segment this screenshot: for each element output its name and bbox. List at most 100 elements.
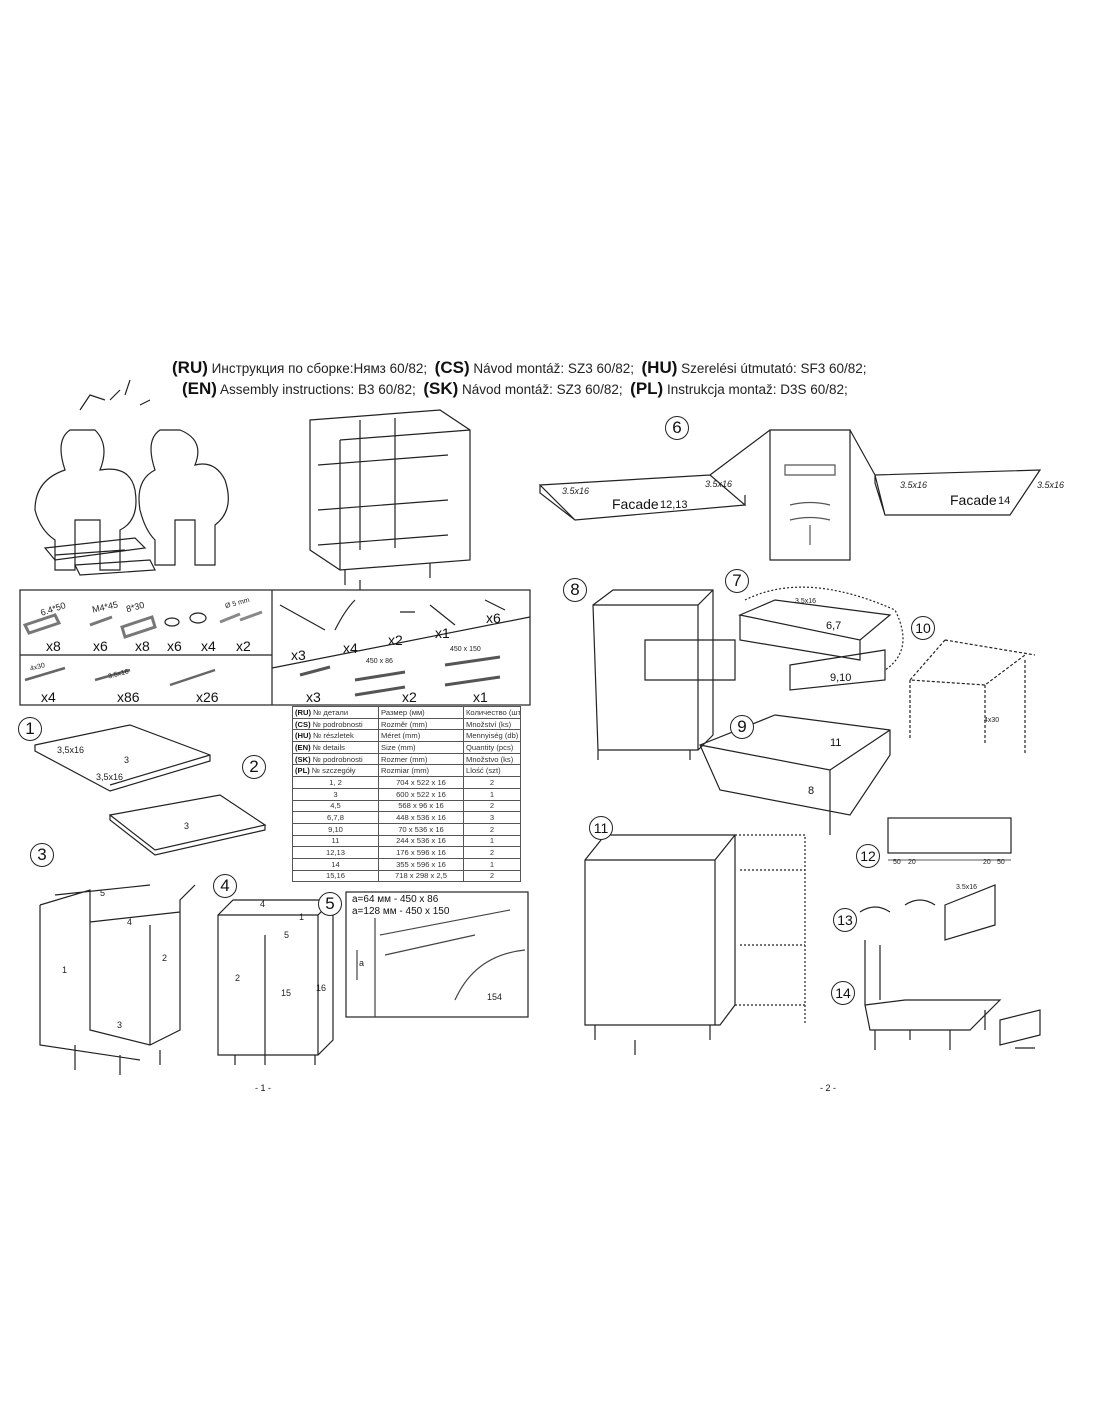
screw-label: 4x30	[984, 717, 1000, 724]
hardware-qty: x6	[486, 610, 501, 626]
screw-label: 3,5x16	[57, 745, 85, 755]
step5-box	[345, 891, 529, 1018]
hardware-spec: 450 x 150	[450, 646, 481, 653]
title-line-2: (EN) Assembly instructions: B3 60/82; (S…	[182, 379, 848, 399]
hardware-qty: x4	[201, 638, 216, 654]
runner-note: a=128 мм - 450 x 150	[352, 906, 450, 917]
step-number: 12	[856, 844, 880, 868]
header-cell: (EN) № details	[292, 741, 379, 754]
panel-label: 3	[184, 821, 190, 831]
screw-label: 3.5x16	[1037, 480, 1065, 490]
lang-code: (RU)	[295, 707, 312, 717]
step-number: 9	[730, 715, 754, 739]
table-cell: 2	[463, 799, 521, 813]
step13-hinges	[859, 884, 996, 941]
page-number-2: - 2 -	[820, 1083, 837, 1093]
step-number: 5	[318, 892, 342, 916]
step-number: 10	[911, 616, 935, 640]
hardware-qty: x26	[196, 689, 219, 705]
step6-boards	[538, 429, 1042, 561]
header-cell: (RU) № детали	[292, 706, 379, 719]
table-cell: 600 x 522 x 16	[378, 787, 464, 801]
step11-cabinet	[584, 834, 736, 1055]
page-number-1: - 1 -	[255, 1083, 272, 1093]
lang-code: (HU)	[295, 731, 312, 741]
table-cell: 3	[292, 787, 379, 801]
title-line-1: (RU) Инструкция по сборке:Нямз 60/82; (C…	[172, 358, 867, 378]
panel-label: 2	[162, 953, 168, 963]
header-cell: Mennyiség (db)	[463, 729, 521, 743]
lang-code: (PL)	[630, 379, 664, 398]
table-cell: 718 x 298 x 2,5	[378, 869, 464, 883]
step8-cabinet	[592, 589, 736, 760]
table-cell: 448 x 536 x 16	[378, 811, 464, 824]
facade-label: Facade	[612, 496, 659, 512]
header-text: № details	[312, 742, 345, 752]
table-cell: 2	[463, 846, 521, 859]
table-cell: 12,13	[292, 846, 379, 859]
step-number: 2	[242, 755, 266, 779]
hardware-qty: x8	[46, 638, 61, 654]
runner-note: a=64 мм - 450 x 86	[352, 894, 439, 905]
title-text: Návod montáž: SZ3 60/82;	[473, 361, 634, 376]
table-cell: 14	[292, 857, 379, 871]
facade-number: 14	[998, 495, 1011, 507]
table-cell: 70 x 536 x 16	[378, 822, 464, 836]
lang-code: (CS)	[295, 719, 311, 729]
table-cell: 1, 2	[292, 776, 379, 789]
header-cell: Size (mm)	[378, 741, 464, 754]
hardware-qty: x6	[167, 638, 182, 654]
hardware-spec: 450 x 86	[366, 658, 393, 665]
dimension-label: 20	[908, 859, 916, 866]
step-number: 8	[563, 578, 587, 602]
panel-label: 4	[260, 899, 266, 909]
header-cell: Rozměr (mm)	[378, 717, 464, 731]
table-cell: 15,16	[292, 869, 379, 883]
table-cell: 704 x 522 x 16	[378, 776, 464, 789]
header-cell: (PL) № szczegóły	[292, 764, 379, 778]
table-cell: 568 x 96 x 16	[378, 799, 464, 813]
panel-label: 3	[117, 1020, 123, 1030]
header-cell: Rozmiar (mm)	[378, 764, 464, 778]
panel-label: 3	[124, 755, 130, 765]
hardware-box	[19, 589, 531, 706]
people-illustration	[34, 379, 229, 576]
step10-corner	[908, 639, 1036, 755]
lang-code: (EN)	[182, 379, 217, 398]
title-text: Szerelési útmutató: SF3 60/82;	[681, 361, 867, 376]
table-cell: 355 x 596 x 16	[378, 857, 464, 871]
table-cell: 4,5	[292, 799, 379, 813]
table-cell: 3	[463, 811, 521, 824]
lang-code: (RU)	[172, 358, 208, 377]
lang-code: (CS)	[434, 358, 470, 377]
header-cell: Количество (шт)	[463, 706, 521, 719]
step-number: 11	[589, 816, 613, 840]
step1-panel	[34, 724, 211, 792]
step3-carcass	[39, 884, 196, 1075]
panel-label: 6,7	[826, 620, 842, 632]
hardware-qty: x2	[388, 632, 403, 648]
header-cell: (SK) № podrobnosti	[292, 752, 379, 766]
header-text: № детали	[313, 707, 349, 717]
hardware-qty: x2	[402, 689, 417, 705]
hardware-qty: x3	[306, 689, 321, 705]
lang-code: (EN)	[295, 742, 311, 752]
dimension-label: a	[359, 958, 365, 968]
step7-drawer	[738, 599, 892, 691]
table-cell: 176 x 596 x 16	[378, 846, 464, 859]
table-cell: 11	[292, 834, 379, 848]
hardware-qty: x4	[41, 689, 56, 705]
panel-label: 2	[235, 973, 241, 983]
